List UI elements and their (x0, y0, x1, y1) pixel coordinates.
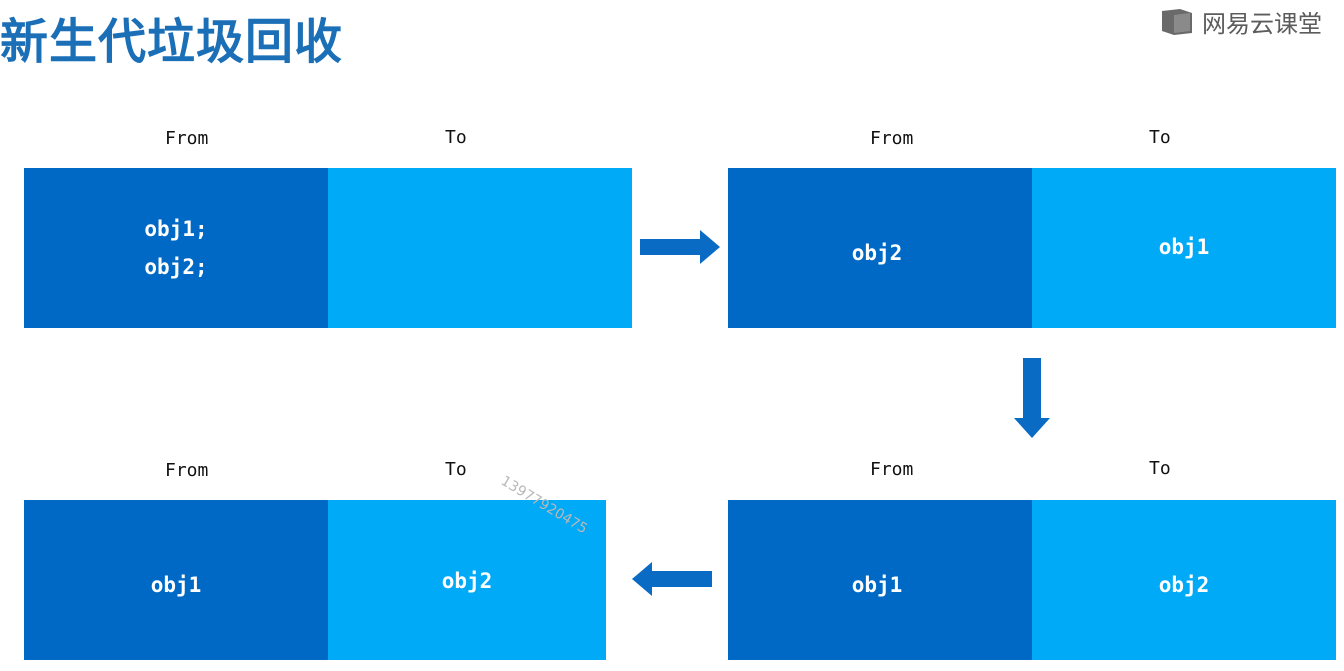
page-title: 新生代垃圾回收 (0, 14, 344, 70)
right-arrow-icon (640, 230, 720, 264)
panel-3-from-object: obj1 (851, 573, 903, 597)
book-icon (1162, 8, 1192, 35)
panel-4-to-object: obj2 (441, 569, 493, 593)
panel-3-to-label: To (1149, 458, 1171, 479)
panel-3-from-space: obj1 (728, 500, 1032, 660)
panel-2-from-object: obj2 (851, 241, 903, 265)
panel-4-from-space: obj1 (24, 500, 328, 660)
down-arrow-icon (1014, 358, 1050, 438)
panel-1-from-object: obj1; (144, 217, 208, 241)
panel-3-to-space: obj2 (1032, 500, 1336, 660)
panel-4-to-space: obj2 (328, 500, 606, 660)
panel-3-from-label: From (870, 459, 914, 480)
panel-1-from-label: From (165, 128, 209, 149)
panel-1-to-space (328, 168, 632, 328)
panel-2-to-object: obj1 (1158, 235, 1210, 259)
logo-text: 网易云课堂 (1202, 10, 1322, 38)
panel-2-from-space: obj2 (728, 168, 1032, 328)
brand-logo: 网易云课堂 (1160, 4, 1322, 39)
panel-3-to-object: obj2 (1158, 573, 1210, 597)
panel-4-from-label: From (165, 460, 209, 481)
panel-4-from-object: obj1 (150, 573, 202, 597)
panel-2-from-label: From (870, 128, 914, 149)
panel-1-from-object: obj2; (144, 255, 208, 279)
panel-1-from-space: obj1; obj2; (24, 168, 328, 328)
left-arrow-icon (632, 562, 712, 596)
panel-1-to-label: To (445, 127, 467, 148)
panel-2-to-space: obj1 (1032, 168, 1336, 328)
panel-4-to-label: To (445, 459, 467, 480)
panel-2-to-label: To (1149, 127, 1171, 148)
